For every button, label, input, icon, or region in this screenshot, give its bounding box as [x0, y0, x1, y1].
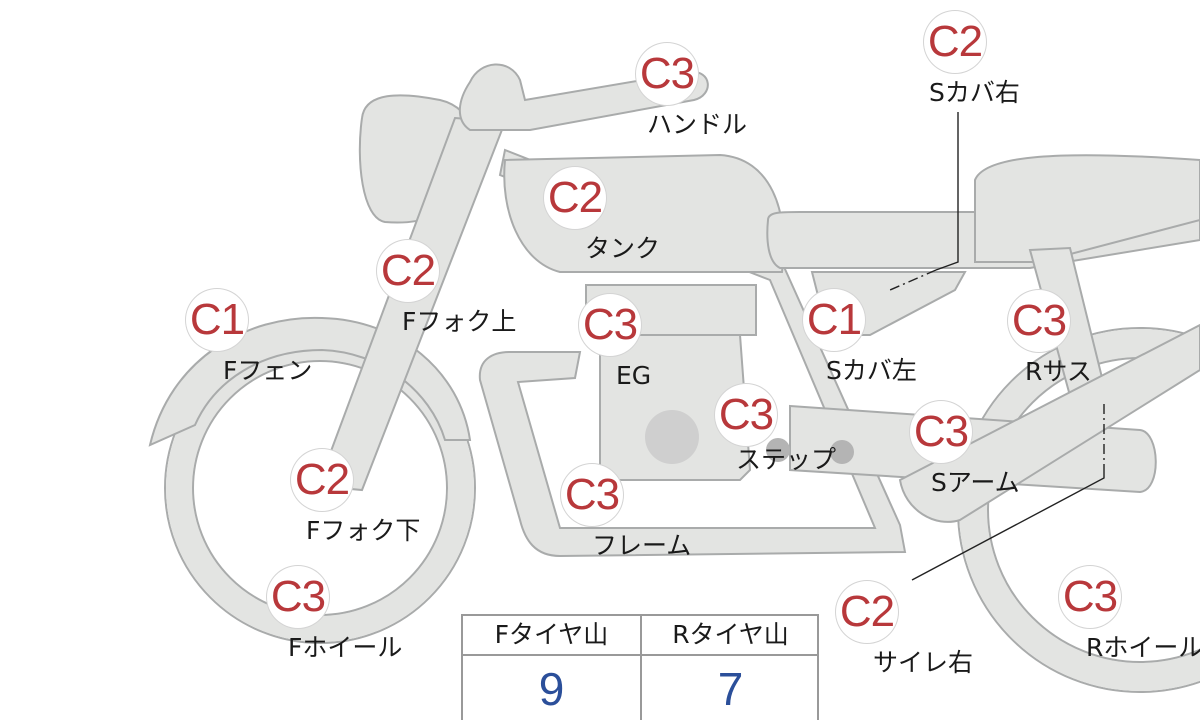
grade-badge: C2: [544, 167, 606, 229]
grade-badge: C3: [715, 384, 777, 446]
part-label: Fフォク上: [402, 307, 517, 336]
leader-side-cover-right-dash: [889, 269, 937, 291]
grade-badge: C3: [267, 566, 329, 628]
part-label: ハンドル: [647, 110, 748, 139]
part-label: フレーム: [592, 531, 692, 560]
part-label: Sアーム: [931, 468, 1020, 497]
front-tread-value: 9: [538, 663, 565, 715]
grade-badge: C2: [377, 240, 439, 302]
front-tread-column: Fタイヤ山 9: [463, 616, 642, 720]
part-label: Fホイール: [288, 633, 403, 662]
footpeg-left: [766, 438, 790, 462]
muffler-shape: [898, 323, 1200, 523]
part-label: Fフェン: [223, 356, 313, 385]
grade-badge: C3: [579, 294, 641, 356]
grade-badge: C1: [186, 289, 248, 351]
grade-badge: C3: [1008, 290, 1070, 352]
grade-badge: C2: [291, 449, 353, 511]
rear-tread-value: 7: [717, 663, 744, 715]
grade-badge: C1: [803, 289, 865, 351]
grade-badge: C3: [561, 464, 623, 526]
part-label: タンク: [585, 234, 661, 263]
leader-muffler-right: [911, 470, 1105, 581]
engine-cover-circle: [645, 410, 699, 464]
part-label: Sカバ右: [929, 78, 1020, 107]
grade-badge: C2: [924, 11, 986, 73]
part-label: Sカバ左: [826, 356, 917, 385]
footpeg-right: [830, 440, 854, 464]
part-label: EG: [616, 361, 652, 390]
part-label: Fフォク下: [306, 516, 421, 545]
part-label: Rホイール: [1086, 633, 1200, 662]
leader-side-cover-right: [935, 112, 959, 271]
part-label: ステップ: [736, 445, 837, 474]
tire-tread-table: Fタイヤ山 9 Rタイヤ山 7: [461, 614, 819, 720]
grade-badge: C2: [836, 581, 898, 643]
rear-tread-header: Rタイヤ山: [642, 616, 819, 656]
grade-badge: C3: [1059, 566, 1121, 628]
part-label: サイレ右: [873, 648, 974, 677]
grade-badge: C3: [636, 43, 698, 105]
front-tread-header: Fタイヤ山: [463, 616, 640, 656]
rear-body-shape: [974, 154, 1200, 263]
part-label: Rサス: [1025, 357, 1092, 386]
grade-badge: C3: [910, 401, 972, 463]
rear-tread-column: Rタイヤ山 7: [642, 616, 819, 720]
